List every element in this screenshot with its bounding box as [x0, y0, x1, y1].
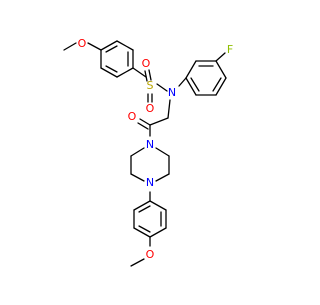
molecule-diagram: O S O O N F O N N O: [0, 0, 300, 300]
molecule-svg: O S O O N F O N N O: [0, 0, 300, 300]
atom-nitrogen-piperazine-bottom: N: [146, 176, 154, 189]
atom-oxygen-sulfonyl-lower: O: [146, 102, 155, 115]
atom-oxygen-methoxy-top: O: [78, 37, 87, 50]
atom-sulfur: S: [147, 79, 154, 92]
piperazine-ring: [130, 147, 170, 182]
atom-fluorine: F: [227, 43, 233, 56]
atom-oxygen-carbonyl: O: [128, 110, 137, 123]
methoxyphenyl-ring-bottom: [133, 191, 167, 238]
sulfonyl-bonds: [132, 67, 168, 103]
atom-nitrogen-piperazine-top: N: [146, 138, 154, 151]
methoxy-group-bottom: [130, 236, 151, 267]
fluorophenyl-ring: [178, 52, 227, 96]
methoxy-group-top: [63, 42, 102, 51]
atom-oxygen-sulfonyl-upper: O: [142, 57, 151, 70]
methoxyphenyl-ring-top: [100, 40, 134, 78]
atom-oxygen-methoxy-bottom: O: [146, 248, 155, 261]
atom-nitrogen-sulfonamide: N: [168, 86, 176, 99]
acetamide-linker: [137, 99, 171, 137]
background: [0, 0, 300, 300]
